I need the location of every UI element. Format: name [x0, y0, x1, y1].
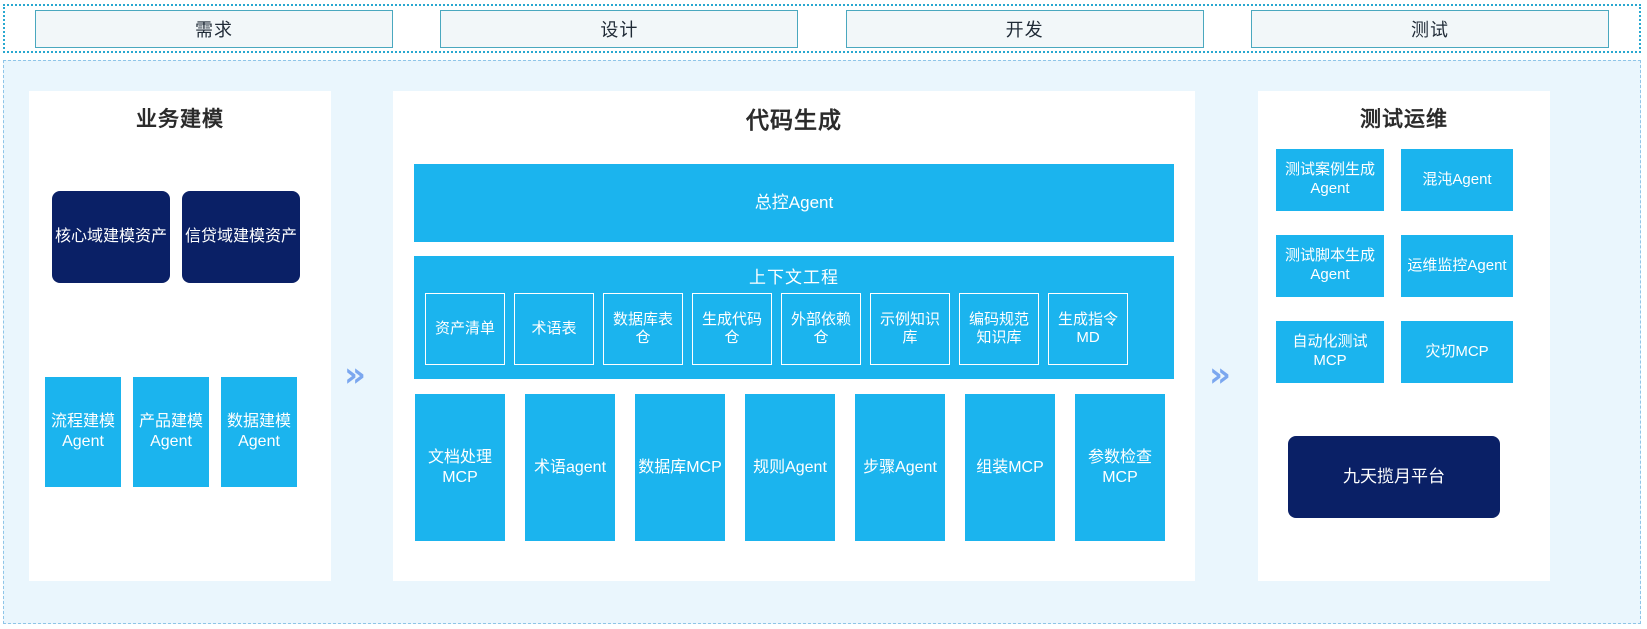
testops-label: 测试案例生成Agent — [1284, 161, 1375, 197]
agent-data-modeling[interactable]: 数据建模Agent — [221, 377, 297, 487]
business-assets-group: 核心域建模资产 信贷域建模资产 — [52, 191, 300, 283]
panel-title-code-generation: 代码生成 — [746, 107, 842, 133]
tool-label: 数据库MCP — [638, 458, 722, 476]
tool-label: 步骤Agent — [863, 458, 937, 476]
testops-label: 混沌Agent — [1422, 170, 1492, 188]
tool-database-mcp[interactable]: 数据库MCP — [635, 394, 725, 541]
context-item-external-dependency-repo[interactable]: 外部依赖仓 — [781, 293, 861, 365]
asset-credit-domain[interactable]: 信贷域建模资产 — [182, 191, 300, 283]
testops-test-script-generation-agent[interactable]: 测试脚本生成Agent — [1276, 235, 1384, 297]
context-item-label: 示例知识库 — [879, 311, 940, 346]
phase-box-requirements[interactable]: 需求 — [35, 9, 393, 48]
testops-automated-testing-mcp[interactable]: 自动化测试MCP — [1276, 321, 1384, 383]
context-item-generated-code-repo[interactable]: 生成代码仓 — [692, 293, 772, 365]
chevron-right-icon: » — [1209, 355, 1231, 395]
panel-title-test-operations: 测试运维 — [1360, 108, 1448, 131]
testops-disaster-recovery-mcp[interactable]: 灾切MCP — [1401, 321, 1513, 383]
context-item-generation-instruction-md[interactable]: 生成指令MD — [1048, 293, 1128, 365]
context-item-label: 外部依赖仓 — [790, 311, 851, 346]
asset-label: 核心域建模资产 — [54, 228, 167, 245]
tool-label: 文档处理MCP — [427, 448, 492, 486]
agent-label: 产品建模Agent — [138, 413, 203, 450]
context-item-label: 编码规范知识库 — [968, 311, 1029, 346]
tool-label: 规则Agent — [753, 458, 827, 476]
context-engineering-block: 上下文工程 资产清单 术语表 数据库表仓 生成代码仓 外部依赖仓 — [414, 256, 1174, 379]
agent-process-modeling[interactable]: 流程建模Agent — [45, 377, 121, 487]
asset-core-domain[interactable]: 核心域建模资产 — [52, 191, 170, 283]
context-item-label: 资产清单 — [434, 320, 495, 337]
panel-business-modeling: 业务建模 核心域建模资产 信贷域建模资产 流程建模Agent 产品建模Agent… — [29, 91, 331, 581]
context-item-asset-inventory[interactable]: 资产清单 — [425, 293, 505, 365]
phase-label: 开发 — [1005, 19, 1044, 40]
tool-glossary-agent[interactable]: 术语agent — [525, 394, 615, 541]
main-canvas: 业务建模 核心域建模资产 信贷域建模资产 流程建模Agent 产品建模Agent… — [3, 60, 1641, 624]
asset-label: 信贷域建模资产 — [184, 228, 297, 245]
phase-label: 需求 — [195, 19, 233, 40]
testops-label: 运维监控Agent — [1407, 256, 1507, 274]
context-item-label: 数据库表仓 — [612, 311, 673, 346]
phase-label: 测试 — [1410, 19, 1449, 40]
testops-chaos-agent[interactable]: 混沌Agent — [1401, 149, 1513, 211]
context-engineering-title: 上下文工程 — [749, 268, 839, 287]
context-item-label: 生成指令MD — [1057, 311, 1118, 346]
business-agents-group: 流程建模Agent 产品建模Agent 数据建模Agent — [45, 377, 297, 487]
phase-label: 设计 — [600, 19, 639, 40]
panel-test-operations: 测试运维 测试案例生成Agent 混沌Agent 测试脚本生成Agent 运维监… — [1258, 91, 1550, 581]
master-control-agent[interactable]: 总控Agent — [414, 164, 1174, 242]
phase-box-testing[interactable]: 测试 — [1250, 9, 1609, 48]
context-items-row: 资产清单 术语表 数据库表仓 生成代码仓 外部依赖仓 示例知 — [425, 293, 1128, 365]
agent-label: 数据建模Agent — [226, 413, 291, 450]
tool-label: 参数检查MCP — [1087, 448, 1152, 486]
tool-label: 术语agent — [533, 458, 607, 476]
context-item-example-knowledge-base[interactable]: 示例知识库 — [870, 293, 950, 365]
tool-label: 组装MCP — [976, 458, 1044, 476]
testops-ops-monitoring-agent[interactable]: 运维监控Agent — [1401, 235, 1513, 297]
phase-box-development[interactable]: 开发 — [845, 9, 1204, 48]
panel-code-generation: 代码生成 总控Agent 上下文工程 资产清单 术语表 数据库表仓 — [393, 91, 1195, 581]
tool-assembly-mcp[interactable]: 组装MCP — [965, 394, 1055, 541]
testops-label: 自动化测试MCP — [1292, 333, 1368, 369]
tool-step-agent[interactable]: 步骤Agent — [855, 394, 945, 541]
master-agent-label: 总控Agent — [754, 193, 834, 213]
panel-title-business-modeling: 业务建模 — [136, 108, 224, 131]
tool-components-row: 文档处理MCP 术语agent 数据库MCP 规则Agent 步骤Agent 组… — [415, 394, 1165, 541]
chevron-right-icon: » — [344, 355, 366, 395]
tool-document-processing-mcp[interactable]: 文档处理MCP — [415, 394, 505, 541]
tool-rule-agent[interactable]: 规则Agent — [745, 394, 835, 541]
phase-strip: 需求 设计 开发 测试 — [3, 4, 1641, 53]
context-item-label: 生成代码仓 — [701, 311, 762, 346]
agent-product-modeling[interactable]: 产品建模Agent — [133, 377, 209, 487]
testops-label: 测试脚本生成Agent — [1284, 247, 1375, 283]
context-item-db-table-repo[interactable]: 数据库表仓 — [603, 293, 683, 365]
context-item-glossary[interactable]: 术语表 — [514, 293, 594, 365]
context-item-coding-standard-kb[interactable]: 编码规范知识库 — [959, 293, 1039, 365]
tool-parameter-check-mcp[interactable]: 参数检查MCP — [1075, 394, 1165, 541]
test-ops-grid: 测试案例生成Agent 混沌Agent 测试脚本生成Agent 运维监控Agen… — [1276, 149, 1513, 383]
jiutian-lanyue-platform[interactable]: 九天揽月平台 — [1288, 436, 1500, 518]
testops-test-case-generation-agent[interactable]: 测试案例生成Agent — [1276, 149, 1384, 211]
testops-label: 灾切MCP — [1425, 342, 1489, 360]
context-item-label: 术语表 — [531, 320, 577, 337]
platform-label: 九天揽月平台 — [1343, 467, 1445, 487]
phase-box-design[interactable]: 设计 — [440, 9, 799, 48]
agent-label: 流程建模Agent — [50, 413, 115, 450]
